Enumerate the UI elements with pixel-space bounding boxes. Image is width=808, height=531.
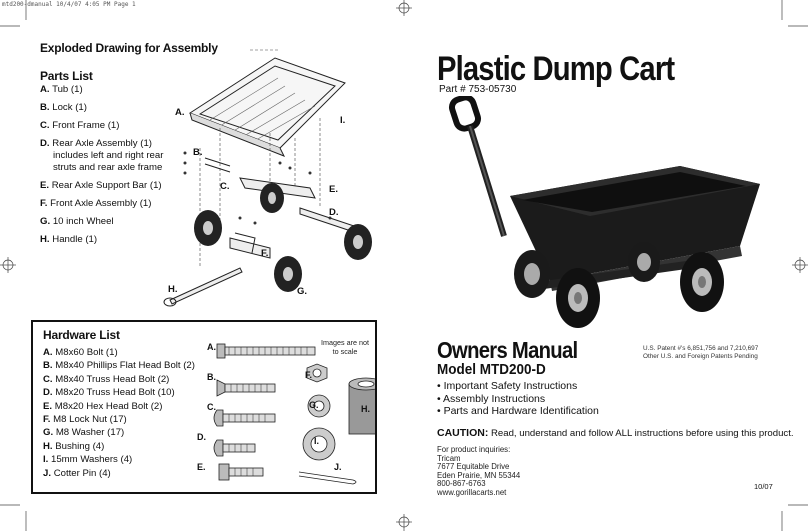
part-number: Part # 753-05730 bbox=[439, 84, 517, 95]
list-item: • Assembly Instructions bbox=[437, 392, 546, 405]
hardware-label-e: E. bbox=[197, 462, 206, 472]
hardware-label-c: C. bbox=[207, 402, 216, 412]
diagram-label-g: G. bbox=[297, 286, 308, 297]
hardware-list-box: Hardware List A. M8x60 Bolt (1) B. M8x40… bbox=[31, 320, 377, 494]
hardware-list: A. M8x60 Bolt (1) B. M8x40 Phillips Flat… bbox=[43, 346, 203, 480]
bolt-a-drawing bbox=[216, 343, 316, 359]
bushing-drawing bbox=[348, 377, 375, 435]
diagram-label-c: C. bbox=[220, 181, 230, 192]
wheel-drawings bbox=[194, 183, 372, 292]
hardware-label-h: H. bbox=[361, 404, 370, 414]
list-item: C. Front Frame (1) bbox=[40, 120, 120, 131]
exploded-drawing-title: Exploded Drawing for Assembly bbox=[40, 41, 218, 55]
parts-list-title: Parts List bbox=[40, 69, 93, 83]
bolt-d-drawing bbox=[213, 439, 256, 457]
list-item: • Important Safety Instructions bbox=[437, 380, 578, 392]
diagram-label-b: B. bbox=[193, 147, 203, 158]
bolt-b-drawing bbox=[216, 379, 276, 397]
list-item: A. M8x60 Bolt (1) bbox=[43, 347, 118, 358]
model-number: Model MTD200-D bbox=[437, 361, 546, 378]
hardware-list-title: Hardware List bbox=[43, 328, 120, 342]
cart-wheels bbox=[514, 242, 724, 328]
bolt-c-drawing bbox=[213, 409, 276, 427]
diagram-label-d: D. bbox=[329, 207, 339, 218]
handle-drawing bbox=[169, 267, 243, 305]
exploded-drawing bbox=[163, 49, 372, 307]
list-item: E. Rear Axle Support Bar (1) bbox=[40, 180, 162, 191]
hardware-label-f: F. bbox=[305, 370, 313, 380]
hardware-label-b: B. bbox=[207, 372, 216, 382]
list-item: B. M8x40 Phillips Flat Head Bolt (2) bbox=[43, 360, 195, 372]
diagram-label-i: I. bbox=[340, 115, 346, 126]
tub-drawing bbox=[188, 57, 346, 149]
contact-info: For product inquiries: Tricam 7677 Equit… bbox=[437, 445, 521, 497]
diagram-label-h: H. bbox=[168, 284, 178, 295]
hardware-label-d: D. bbox=[197, 432, 206, 442]
list-item: E. M8x20 Hex Head Bolt (2) bbox=[43, 400, 163, 412]
list-item: F. Front Axle Assembly (1) bbox=[40, 198, 152, 209]
diagram-label-e: E. bbox=[329, 184, 338, 195]
list-item: D. Rear Axle Assembly (1) includes left … bbox=[40, 138, 164, 173]
scale-note: Images are not to scale bbox=[321, 338, 369, 356]
hardware-label-i: I. bbox=[314, 436, 320, 446]
cart-photo bbox=[448, 96, 760, 328]
diagram-label-f: F. bbox=[261, 248, 269, 259]
front-axle-drawing bbox=[229, 237, 271, 259]
list-item: J. Cotter Pin (4) bbox=[43, 467, 111, 479]
website-link[interactable]: www.gorillacarts.net bbox=[437, 487, 507, 497]
cotter-pin-drawing bbox=[298, 471, 357, 485]
hardware-label-j: J. bbox=[334, 462, 342, 472]
caution-notice: CAUTION: Read, understand and follow ALL… bbox=[437, 427, 794, 439]
bolt-e-drawing bbox=[218, 463, 264, 481]
hardware-label-g: G. bbox=[309, 400, 319, 410]
list-item: F. M8 Lock Nut (17) bbox=[43, 414, 127, 426]
owners-manual-title: Owners Manual bbox=[437, 337, 578, 363]
list-item: C. M8x40 Truss Head Bolt (2) bbox=[43, 373, 170, 385]
list-item: D. M8x20 Truss Head Bolt (10) bbox=[43, 387, 175, 399]
list-item: G. 10 inch Wheel bbox=[40, 216, 114, 227]
list-item: • Parts and Hardware Identification bbox=[437, 405, 599, 417]
list-item: A. Tub (1) bbox=[40, 84, 83, 95]
list-item: H. Handle (1) bbox=[40, 234, 98, 245]
parts-list: A. Tub (1) B. Lock (1) C. Front Frame (1… bbox=[40, 84, 190, 252]
list-item: H. Bushing (4) bbox=[43, 440, 105, 452]
list-item: G. M8 Washer (17) bbox=[43, 427, 125, 439]
print-date: 10/07 bbox=[754, 482, 773, 491]
page-title: Plastic Dump Cart bbox=[437, 50, 675, 88]
list-item: B. Lock (1) bbox=[40, 102, 87, 113]
hardware-drawings bbox=[213, 343, 375, 485]
contents-list: • Important Safety Instructions • Assemb… bbox=[437, 380, 599, 418]
list-item: I. 15mm Washers (4) bbox=[43, 454, 133, 466]
caution-label: CAUTION: bbox=[437, 427, 489, 439]
print-slug: mtd200-dmanual 10/4/07 4:05 PM Page 1 bbox=[2, 1, 136, 8]
diagram-label-a: A. bbox=[175, 107, 185, 118]
hardware-label-a: A. bbox=[207, 342, 216, 352]
patent-info: U.S. Patent #'s 6,851,756 and 7,210,697 … bbox=[643, 345, 759, 360]
